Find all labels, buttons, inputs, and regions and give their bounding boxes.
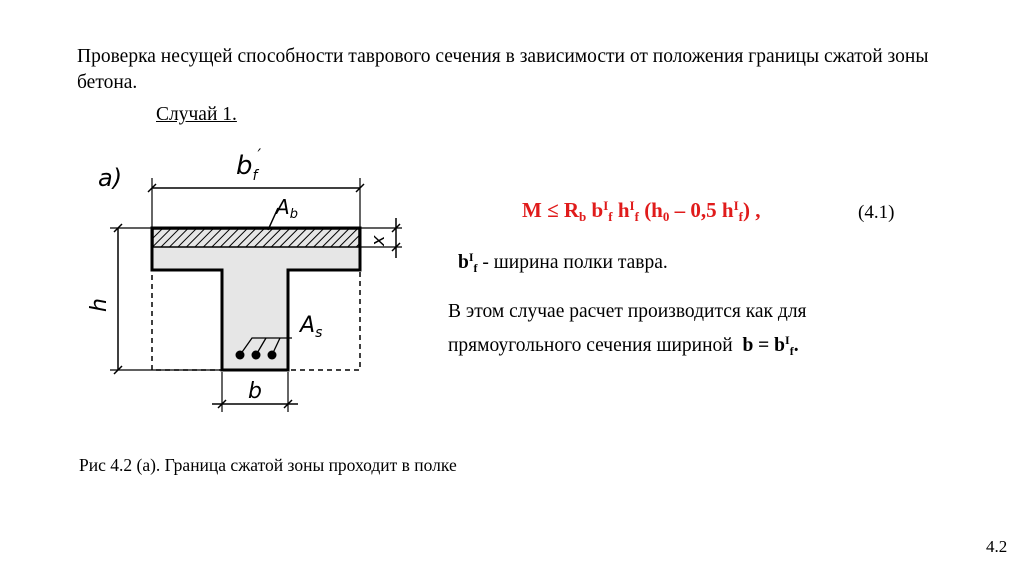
label-b: b <box>248 379 262 404</box>
t-section-figure: а) bf′ Ab x h As b <box>87 145 402 412</box>
formula-4-1: M ≤ Rb bIf hIf (h0 – 0,5 hIf) , <box>522 198 761 224</box>
formula-number: (4.1) <box>858 202 895 223</box>
rebar-2 <box>251 350 261 360</box>
label-Ab: Ab <box>274 195 298 222</box>
calculation-note: В этом случае расчет производится как дл… <box>448 301 807 358</box>
label-bf: bf′ <box>236 145 261 184</box>
slide-number: 4.2 <box>986 537 1008 556</box>
figure-label-a: а) <box>98 164 122 192</box>
figure-caption: Рис 4.2 (а). Граница сжатой зоны проходи… <box>79 455 457 475</box>
label-h: h <box>87 298 112 312</box>
label-As: As <box>298 313 322 341</box>
slide-title: Проверка несущей способности таврового с… <box>77 46 929 93</box>
label-x: x <box>368 235 389 247</box>
case-label: Случай 1. <box>156 104 237 125</box>
definition-bf: bIf - ширина полки тавра. <box>458 250 668 275</box>
